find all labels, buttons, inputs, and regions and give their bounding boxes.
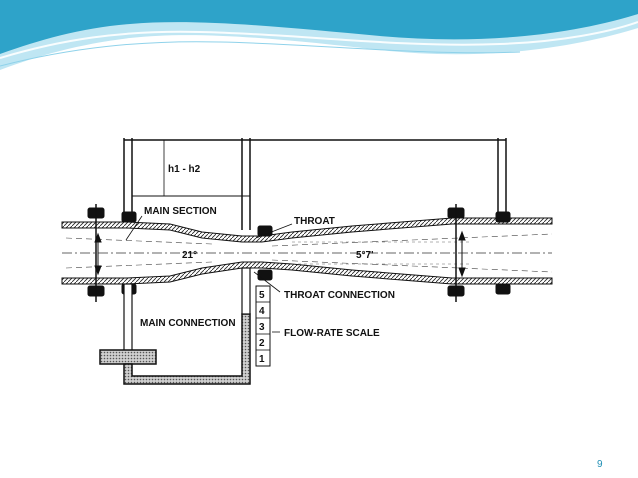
header-wave-banner — [0, 0, 638, 70]
scale-mark-2: 2 — [259, 338, 265, 349]
venturi-diagram: 5 4 3 2 1 h1 - h2 MAIN SECTION THROAT TH… — [61, 138, 553, 385]
label-inlet-angle: 21° — [182, 250, 197, 261]
inlet-arrow — [94, 230, 466, 278]
scale-mark-3: 3 — [259, 322, 265, 333]
label-main-connection: MAIN CONNECTION — [140, 318, 236, 329]
venturi-meter-figure: 5 4 3 2 1 h1 - h2 MAIN SECTION THROAT TH… — [52, 126, 574, 418]
u-tube-manometer — [99, 267, 271, 385]
scale-mark-5: 5 — [259, 290, 265, 301]
pipe-body — [61, 217, 553, 285]
label-throat: THROAT — [294, 216, 335, 227]
page-number: 9 — [597, 459, 603, 470]
label-outlet-angle: 5°7' — [356, 250, 374, 261]
scale-mark-4: 4 — [259, 306, 265, 317]
manometer-tubes — [123, 138, 507, 230]
label-main-section: MAIN SECTION — [144, 206, 217, 217]
leader-lines — [125, 215, 293, 333]
label-head-difference: h1 - h2 — [168, 164, 201, 175]
label-flow-rate-scale: FLOW-RATE SCALE — [284, 328, 380, 339]
label-throat-connection: THROAT CONNECTION — [284, 290, 395, 301]
scale-mark-1: 1 — [259, 354, 265, 365]
